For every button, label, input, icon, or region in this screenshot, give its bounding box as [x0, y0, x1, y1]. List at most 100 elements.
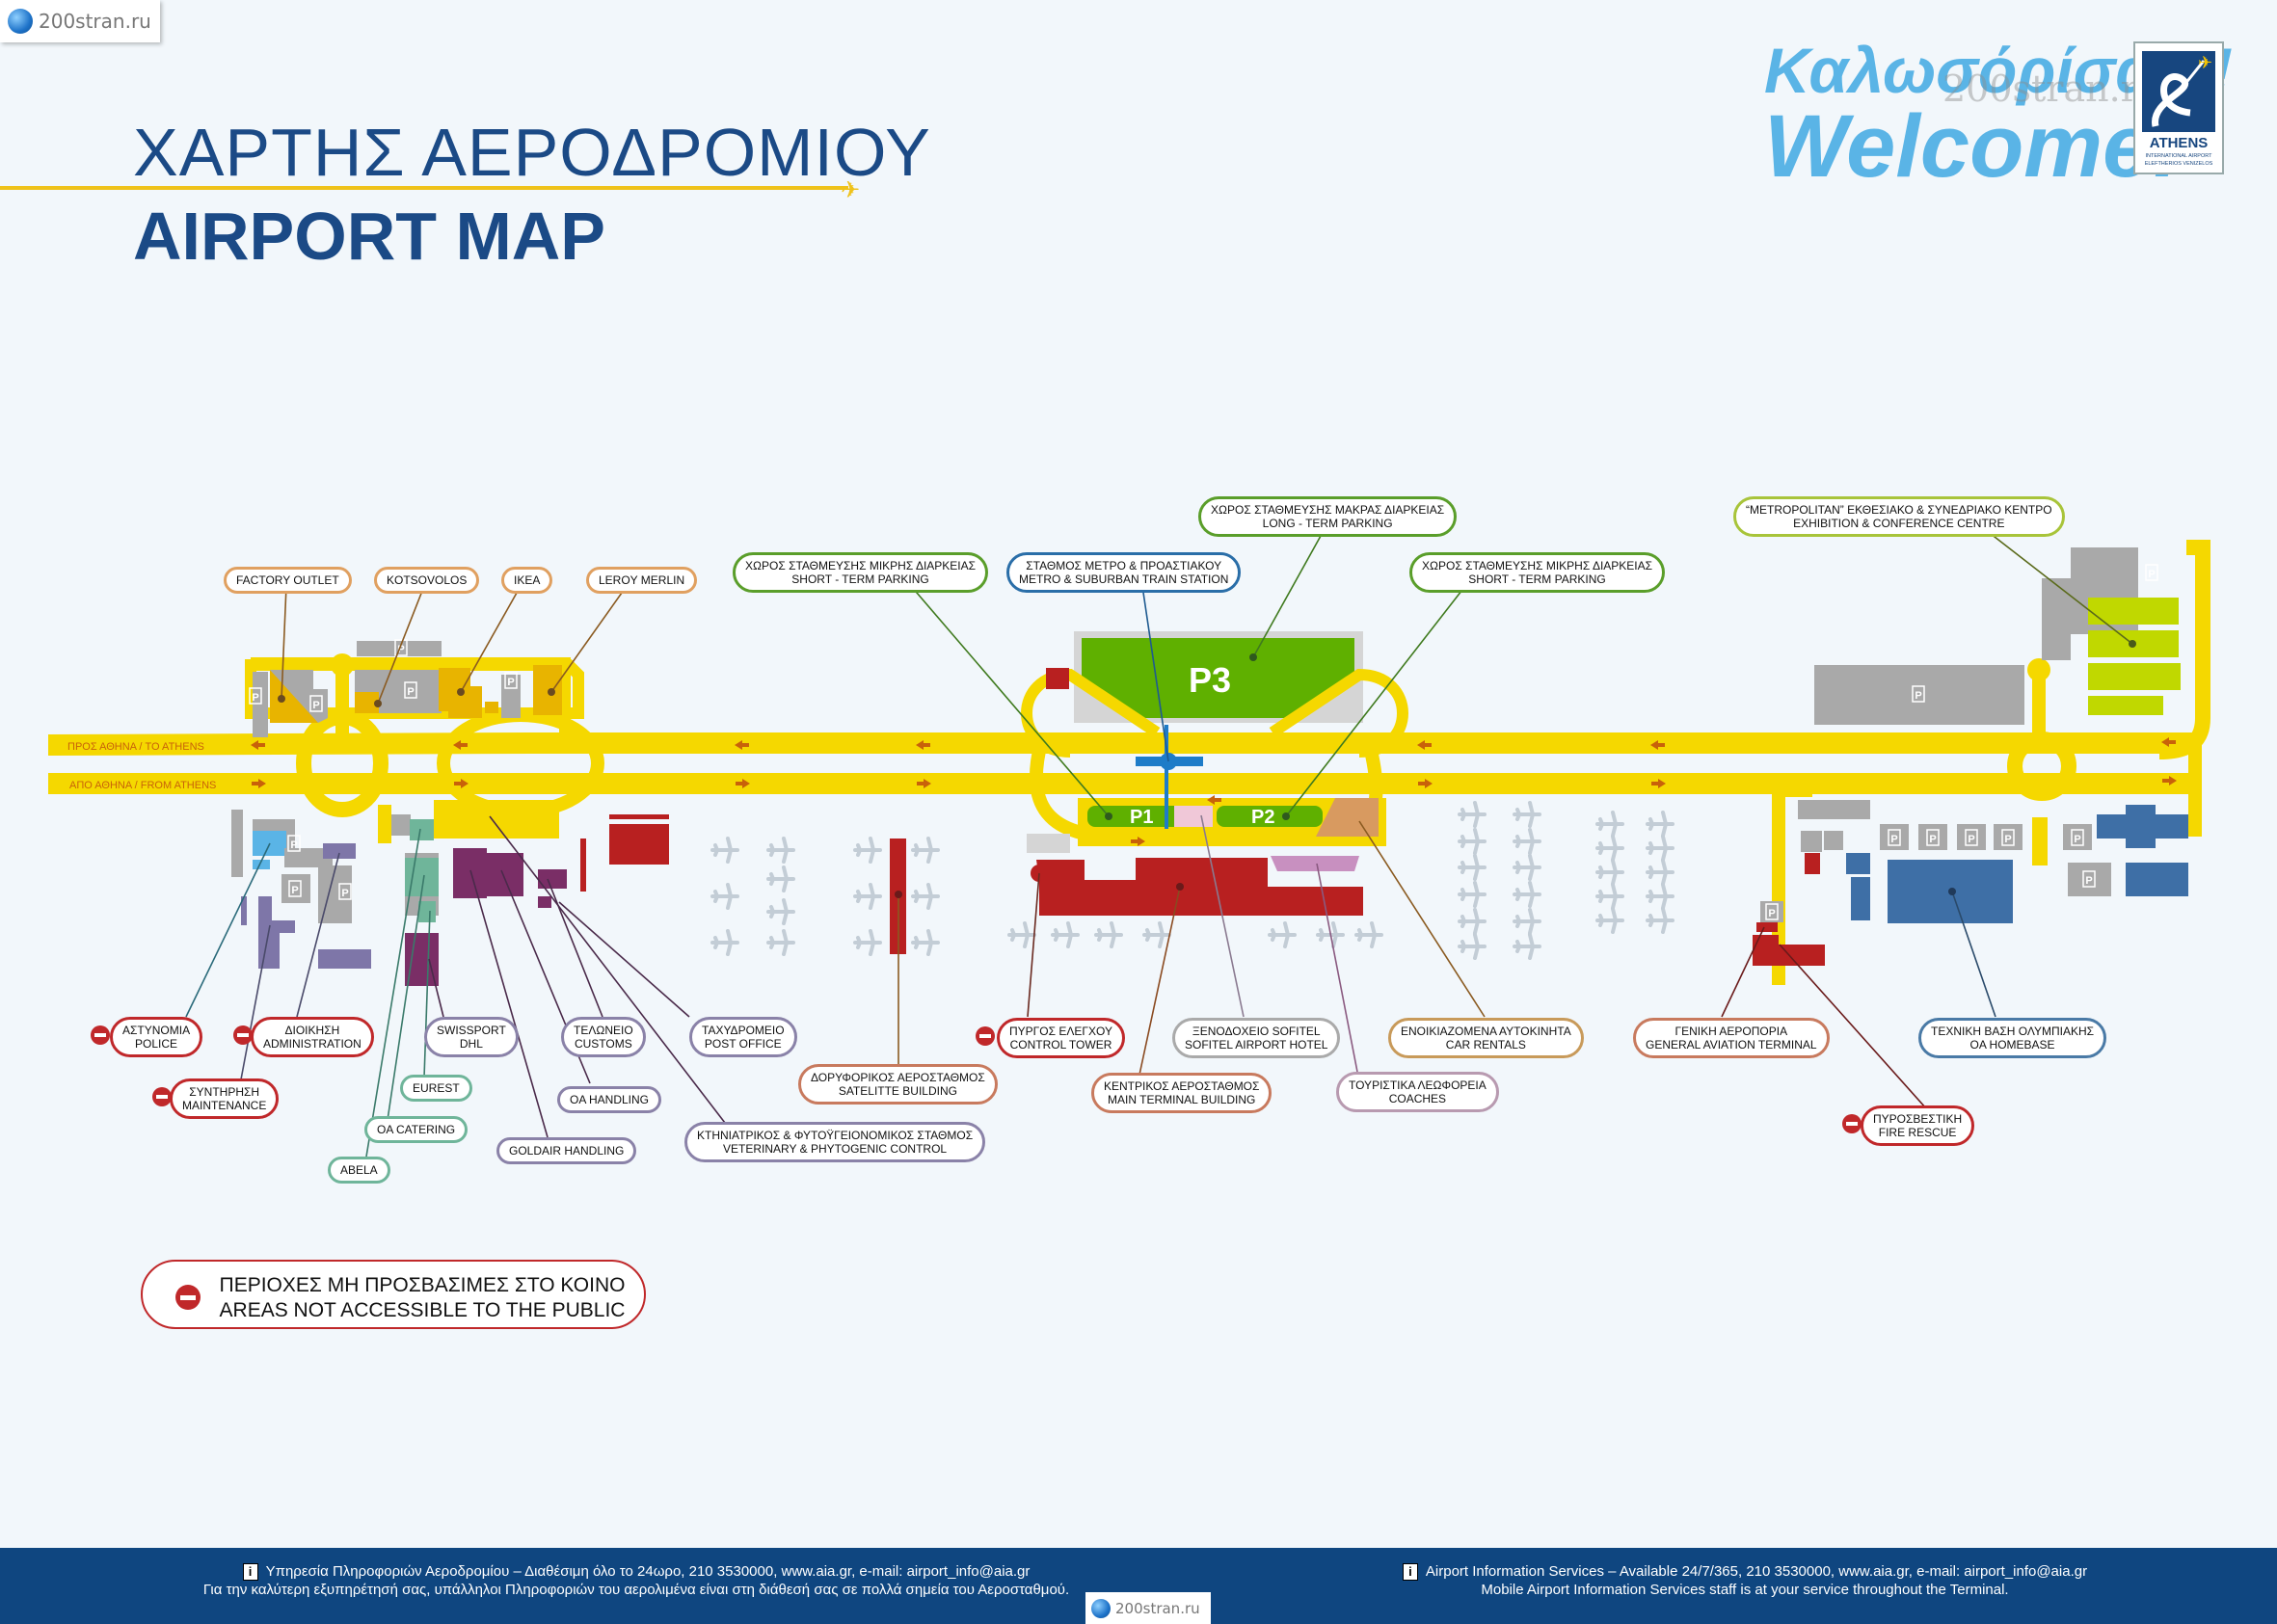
general-aviation-terminal [1753, 935, 1825, 966]
label-text-gr: ΤΟΥΡΙΣΤΙΚΑ ΛΕΩΦΟΡΕΙΑ [1349, 1078, 1487, 1092]
athens-airport-logo: ✈ ATHENS INTERNATIONAL AIRPORT ELEFTHERI… [2133, 41, 2224, 174]
label-factory-outlet[interactable]: FACTORY OUTLET [224, 567, 352, 594]
globe-icon [8, 9, 33, 34]
main-terminal-building [1036, 858, 1363, 916]
info-icon: i [1402, 1563, 1418, 1582]
label-text: GOLDAIR HANDLING [509, 1144, 625, 1158]
label-text-gr: ΤΑΧΥΔΡΟΜΕΙΟ [702, 1024, 785, 1037]
label-text-en: GENERAL AVIATION TERMINAL [1646, 1038, 1817, 1052]
maintenance-building [258, 896, 295, 969]
label-text: ABELA [340, 1163, 378, 1177]
customs-building [538, 869, 567, 889]
legend-text-gr: ΠΕΡΙΟΧΕΣ ΜΗ ΠΡΟΣΒΑΣΙΜΕΣ ΣΤΟ ΚΟΙΝΟ [219, 1274, 626, 1296]
label-text-en: SHORT - TERM PARKING [791, 572, 929, 586]
label-text-gr: ΚΤΗΝΙΑΤΡΙΚΟΣ & ΦΥΤΟΫΓΕΙΟΝΟΜΙΚΟΣ ΣΤΑΘΜΟΣ [697, 1129, 974, 1142]
label-text-gr: ΕΝΟΙΚΙΑΖΟΜΕΝΑ ΑΥΤΟΚΙΝΗΤΑ [1401, 1025, 1571, 1038]
label-text-en: MAIN TERMINAL BUILDING [1108, 1093, 1256, 1106]
label-text: EUREST [413, 1081, 460, 1095]
watermark-badge-footer: 200stran.ru [1085, 1592, 1211, 1624]
p3-mark: P3 [1189, 660, 1231, 700]
logo-line1: INTERNATIONAL AIRPORT [2145, 153, 2212, 159]
label-eurest[interactable]: EUREST [400, 1075, 472, 1102]
page-title-english: AIRPORT MAP [133, 199, 605, 274]
label-text: LEROY MERLIN [599, 573, 685, 587]
label-text-en: COACHES [1388, 1092, 1447, 1105]
label-text-en: OA HOMEBASE [1969, 1038, 2055, 1052]
label-text-en: CUSTOMS [574, 1037, 632, 1051]
label-text-en: LONG - TERM PARKING [1262, 517, 1393, 530]
label-text-en: CONTROL TOWER [1009, 1038, 1112, 1052]
label-text-gr: SWISSPORT [437, 1024, 506, 1037]
label-text-gr: ΤΕΛΩΝΕΙΟ [574, 1024, 633, 1037]
label-text-gr: ΧΩΡΟΣ ΣΤΑΘΜΕΥΣΗΣ ΜΙΚΡΗΣ ΔΙΑΡΚΕΙΑΣ [1422, 559, 1653, 572]
no-entry-icon [976, 1026, 995, 1046]
label-text-en: POLICE [135, 1037, 178, 1051]
label-text-gr: ΠΥΡΟΣΒΕΣΤΙΚΗ [1873, 1112, 1963, 1126]
label-text-gr: “METROPOLITAN” ΕΚΘΕΣΙΑΚΟ & ΣΥΝΕΔΡΙΑΚΟ ΚΕ… [1746, 503, 2052, 517]
footer-gr-line2: Για την καλύτερη εξυπηρέτησή σας, υπάλλη… [202, 1582, 1070, 1599]
logo-emblem-icon: ✈ [2142, 51, 2215, 132]
eurest-building [410, 819, 434, 840]
veterinary-building [538, 896, 551, 908]
administration-building [323, 843, 356, 859]
label-text-en: SATELITTE BUILDING [838, 1084, 957, 1098]
footer-en-line1: Airport Information Services – Available… [1425, 1563, 2088, 1580]
logo-name: ATHENS [2149, 135, 2209, 151]
label-text-en: EXHIBITION & CONFERENCE CENTRE [1793, 517, 2005, 530]
label-text-en: MAINTENANCE [182, 1099, 267, 1112]
label-text-en: ADMINISTRATION [263, 1037, 362, 1051]
label-oa-handling[interactable]: OA HANDLING [557, 1086, 662, 1113]
globe-icon [1091, 1598, 1111, 1618]
label-abela[interactable]: ABELA [328, 1157, 390, 1184]
label-text: OA HANDLING [570, 1093, 650, 1106]
label-text-en: POST OFFICE [704, 1037, 782, 1051]
label-text-en: CAR RENTALS [1445, 1038, 1526, 1052]
label-text: OA CATERING [377, 1123, 456, 1136]
watermark-text: 200stran.ru [1115, 1599, 1200, 1617]
info-icon: i [242, 1563, 258, 1582]
label-text-gr: ΑΣΤΥΝΟΜΙΑ [122, 1024, 191, 1037]
label-text-gr: ΧΩΡΟΣ ΣΤΑΘΜΕΥΣΗΣ ΜΙΚΡΗΣ ΔΙΑΡΚΕΙΑΣ [745, 559, 977, 572]
no-entry-icon [1842, 1114, 1862, 1133]
label-text-en: FIRE RESCUE [1878, 1126, 1957, 1139]
logo-line2: ELEFTHERIOS VENIZELOS [2144, 161, 2213, 167]
watermark-overlay: 200stran.ru [1942, 67, 2162, 110]
label-text-gr: ΧΩΡΟΣ ΣΤΑΘΜΕΥΣΗΣ ΜΑΚΡΑΣ ΔΙΑΡΚΕΙΑΣ [1211, 503, 1445, 517]
label-goldair-handling[interactable]: GOLDAIR HANDLING [496, 1137, 637, 1164]
title-divider [0, 186, 848, 190]
label-ikea[interactable]: IKEA [501, 567, 553, 594]
east-area [1753, 540, 2210, 985]
label-exhibition-centre[interactable]: “METROPOLITAN” ΕΚΘΕΣΙΑΚΟ & ΣΥΝΕΔΡΙΑΚΟ ΚΕ… [1733, 496, 2065, 537]
page-title-greek: ΧΑΡΤΗΣ ΑΕΡΟΔΡΟΜΙΟΥ [133, 115, 931, 190]
label-leroy-merlin[interactable]: LEROY MERLIN [586, 567, 698, 594]
label-text-gr: ΤΕΧΝΙΚΗ ΒΑΣΗ ΟΛΥΜΠΙΑΚΗΣ [1931, 1025, 2095, 1038]
label-text-gr: ΣΥΝΤΗΡΗΣΗ [189, 1085, 260, 1099]
svg-text:✈: ✈ [2198, 53, 2212, 72]
retail-park [249, 639, 562, 737]
label-kotsovolos[interactable]: KOTSOVOLOS [374, 567, 480, 594]
label-oa-catering[interactable]: OA CATERING [364, 1116, 469, 1143]
label-text-en: VETERINARY & PHYTOGENIC CONTROL [723, 1142, 948, 1156]
p2-mark: P2 [1251, 807, 1274, 828]
